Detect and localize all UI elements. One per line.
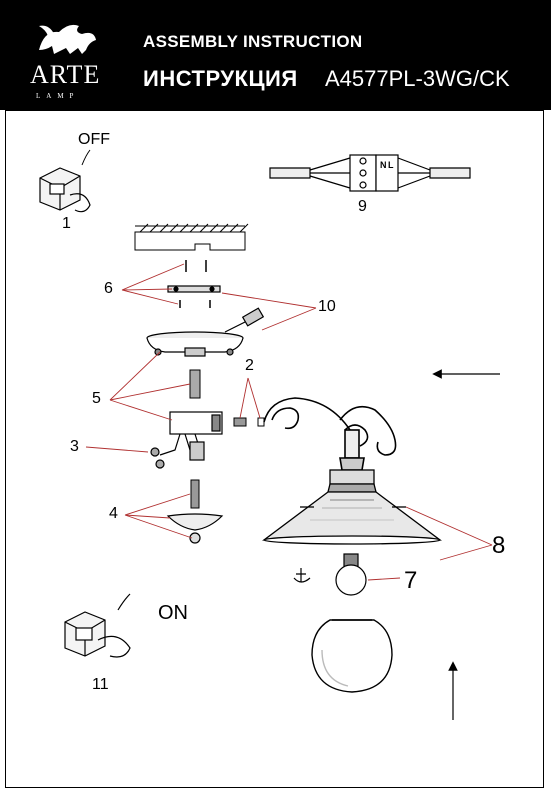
lamp-shade	[262, 469, 442, 545]
leader-lines	[85, 263, 493, 581]
label-10: 10	[318, 298, 336, 315]
label-7: 7	[404, 567, 418, 594]
ceiling-screws	[179, 260, 211, 308]
label-5: 5	[92, 390, 101, 407]
light-bulb-icon	[293, 553, 367, 596]
terminal-block-diagram	[269, 154, 471, 192]
direction-arrows	[432, 369, 500, 720]
label-1: 1	[62, 215, 71, 232]
bottom-cup	[166, 513, 224, 544]
ceiling-hatch	[134, 223, 249, 251]
glass-globe	[311, 619, 393, 693]
label-3: 3	[70, 438, 79, 455]
brand-logo-text: ARTE	[30, 60, 101, 89]
decorative-arm	[263, 397, 397, 471]
brand-sub-text: LAMP	[36, 92, 80, 100]
terminal-label-l: L	[388, 160, 394, 170]
terminal-label-n: N	[380, 160, 387, 170]
model-number: A4577PL-3WG/CK	[325, 66, 510, 91]
connecting-rods	[189, 369, 265, 509]
drawing-frame	[5, 110, 544, 788]
mounting-bar	[167, 285, 221, 293]
title-russian: ИНСТРУКЦИЯ	[143, 66, 298, 91]
junction-box	[150, 411, 223, 469]
wall-switch-on-icon	[64, 593, 131, 658]
label-6: 6	[104, 280, 113, 297]
griffin-logo-icon	[39, 24, 96, 54]
wall-switch-off-icon	[39, 149, 91, 213]
label-on: ON	[158, 602, 188, 624]
label-9: 9	[358, 198, 367, 215]
label-11: 11	[92, 676, 109, 693]
header-bar: ARTE LAMP ASSEMBLY INSTRUCTION ИНСТРУКЦИ…	[0, 0, 551, 110]
canopy	[146, 307, 265, 357]
label-4: 4	[109, 505, 118, 522]
title-english: ASSEMBLY INSTRUCTION	[143, 32, 363, 51]
label-off: OFF	[78, 131, 110, 148]
label-2: 2	[245, 357, 254, 374]
label-8: 8	[492, 532, 506, 559]
